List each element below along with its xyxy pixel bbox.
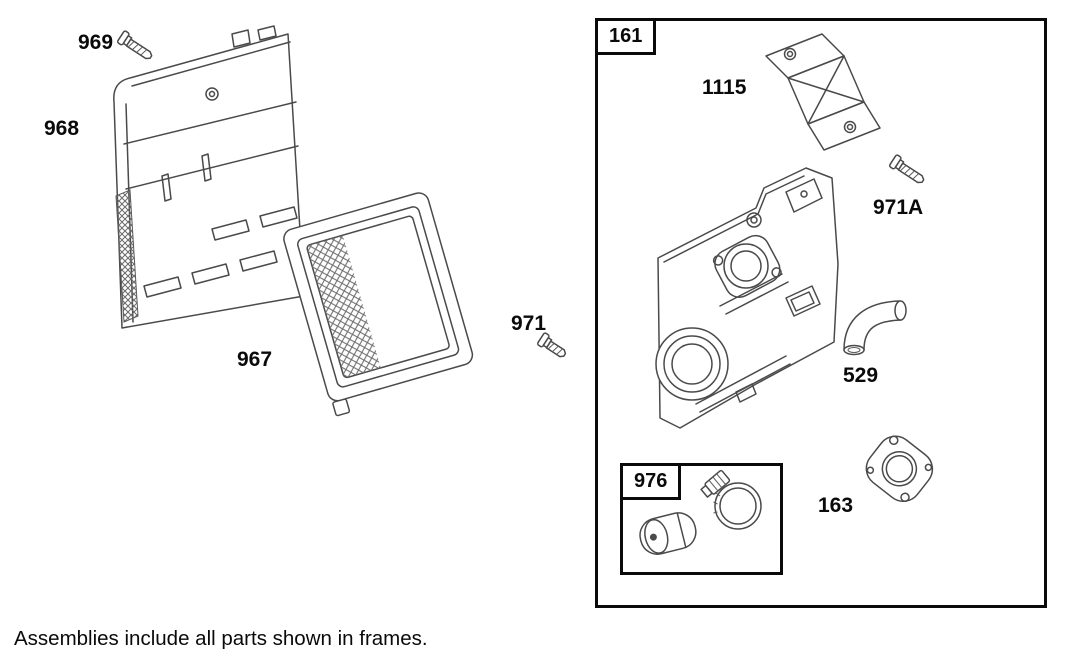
part-label-1115: 1115 xyxy=(702,76,747,99)
assembly-frame-976: 976 xyxy=(620,463,783,575)
frame-label-161: 161 xyxy=(595,18,657,55)
clamp-drawing xyxy=(700,469,762,530)
assembly-frame-161: 161 xyxy=(595,18,1047,608)
gasket-drawing xyxy=(865,435,934,503)
screw-969-icon xyxy=(117,30,153,60)
backplate-drawing xyxy=(655,167,839,429)
part-label-971: 971 xyxy=(511,312,547,335)
primer-cap-drawing xyxy=(639,512,697,555)
part-label-529: 529 xyxy=(843,364,879,387)
part-label-971a: 971A xyxy=(873,196,924,219)
frame-label-976: 976 xyxy=(620,463,682,500)
part-label-969: 969 xyxy=(78,31,114,54)
assemblies-footnote: Assemblies include all parts shown in fr… xyxy=(14,627,428,650)
elbow-tube-drawing xyxy=(843,300,907,356)
bracket-drawing xyxy=(765,33,881,151)
screw-971a-icon xyxy=(889,154,925,184)
part-label-968: 968 xyxy=(44,117,80,140)
air-filter-drawing xyxy=(283,192,474,417)
air-cleaner-cover-drawing xyxy=(113,25,305,329)
part-label-163: 163 xyxy=(818,494,854,517)
part-label-967: 967 xyxy=(237,348,273,371)
screw-971-icon xyxy=(537,332,567,358)
